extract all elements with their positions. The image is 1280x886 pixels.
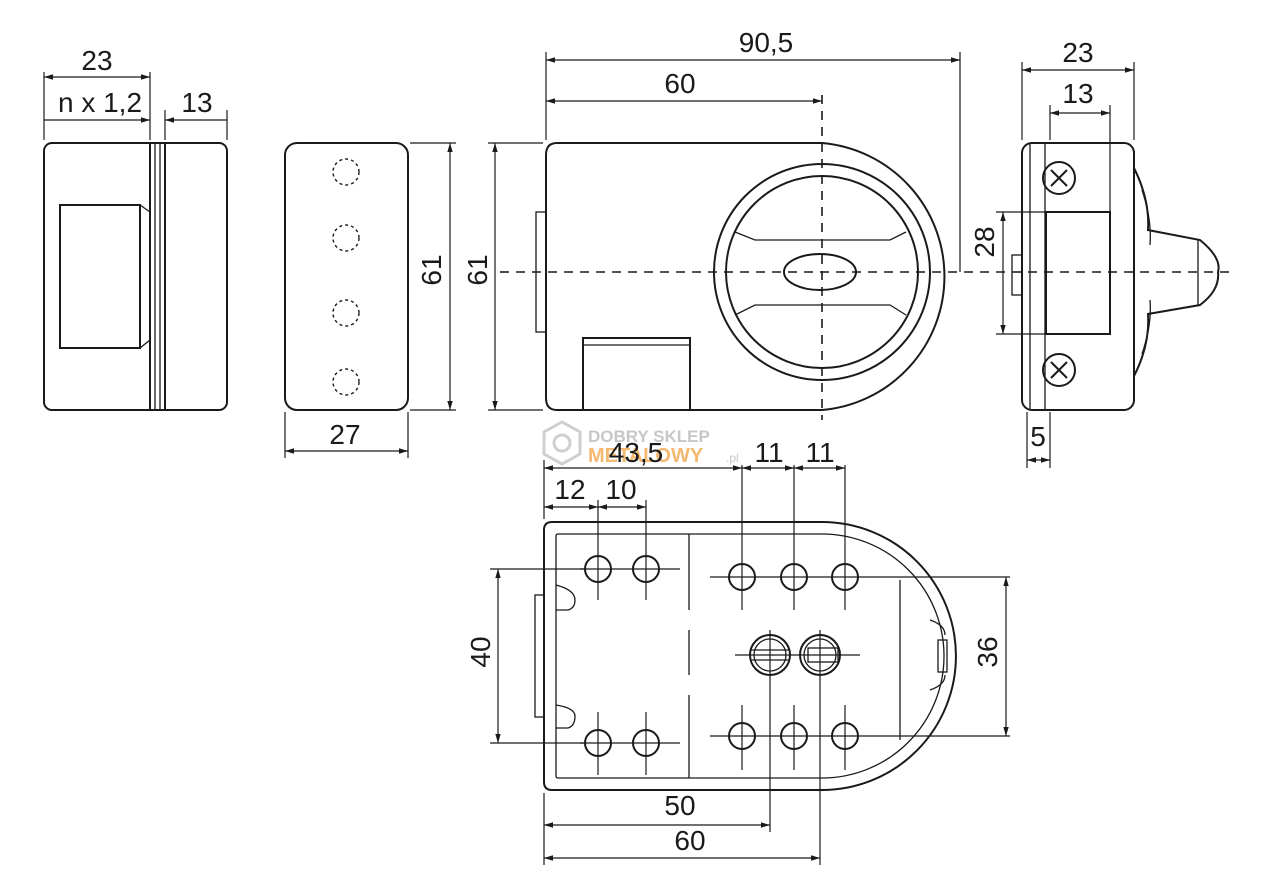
dim-left-total-width: 23: [81, 45, 112, 76]
watermark-line1: DOBRY SKLEP: [588, 427, 710, 446]
plate-view: [284, 142, 456, 458]
dim-side-inner-width: 13: [1062, 78, 1093, 109]
dim-bottom-right-height: 36: [972, 636, 1003, 667]
dim-front-total-width: 90,5: [739, 27, 794, 58]
dim-side-total-width: 23: [1062, 37, 1093, 68]
dim-front-center-width: 60: [664, 68, 695, 99]
dim-bottom-center-to-hole: 50: [664, 790, 695, 821]
dim-bottom-left-height: 40: [465, 636, 496, 667]
dim-bottom-center-total: 60: [674, 825, 705, 856]
dim-bottom-spacing-d: 10: [605, 474, 636, 505]
dim-bottom-offset-total: 43,5: [609, 437, 664, 468]
dim-side-bolt-height: 28: [969, 226, 1000, 257]
dim-bottom-spacing-c: 12: [554, 474, 585, 505]
dim-side-offset: 5: [1030, 421, 1046, 452]
front-view: [488, 52, 1235, 420]
dim-front-height: 61: [462, 254, 493, 285]
watermark: [542, 420, 582, 466]
dim-bottom-spacing-b: 11: [805, 437, 834, 468]
dim-left-n-spacing: n x 1,2: [58, 87, 142, 118]
right-side-view: [996, 62, 1220, 468]
dim-plate-height: 61: [416, 254, 447, 285]
left-side-view: [43, 72, 228, 411]
dim-bottom-spacing-a: 11: [754, 437, 783, 468]
watermark-line2: METALOWY: [588, 445, 704, 467]
bottom-view: [490, 460, 1010, 865]
dim-plate-width: 27: [329, 419, 360, 450]
dim-left-right-width: 13: [181, 87, 212, 118]
watermark-suffix: .pl: [726, 451, 739, 465]
